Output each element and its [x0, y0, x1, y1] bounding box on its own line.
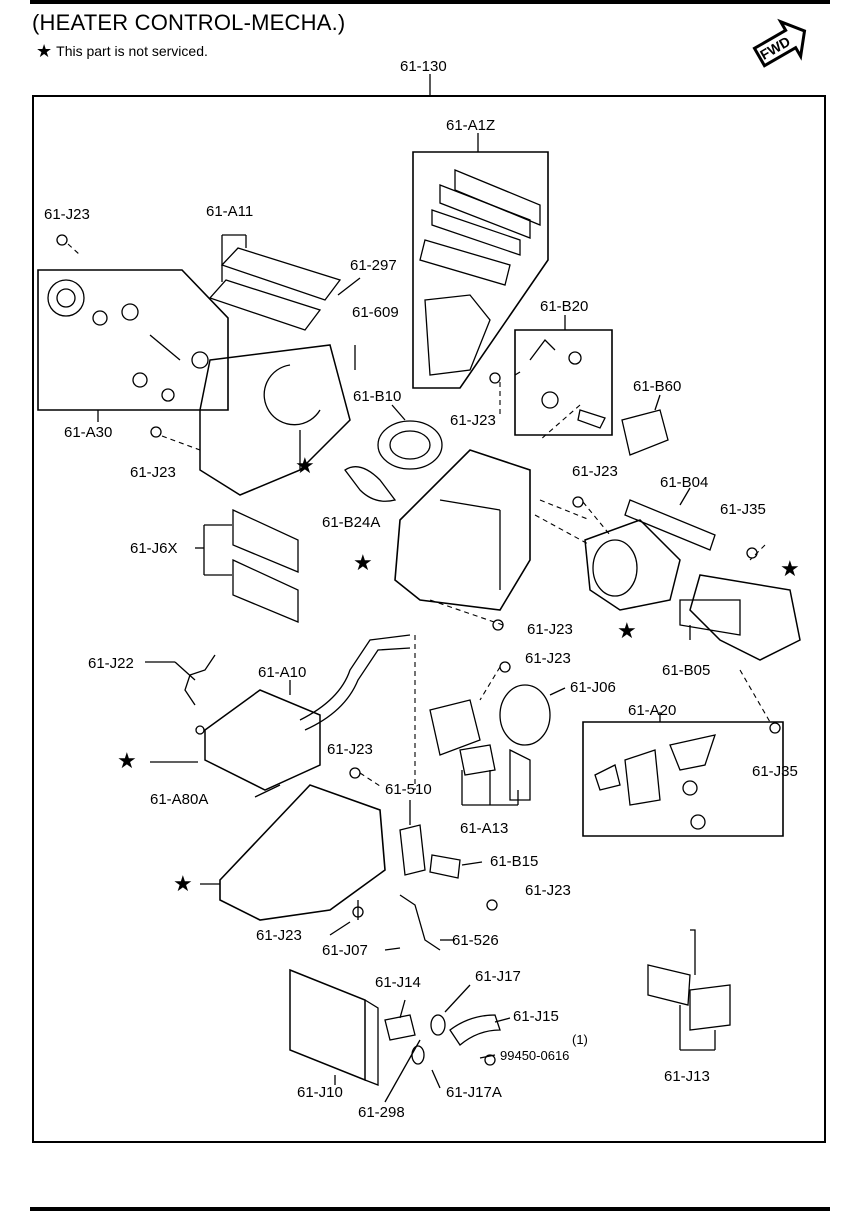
part-label-j10: 61-J10 [297, 1084, 343, 1101]
part-label-j23-bottom: 61-J23 [256, 927, 302, 944]
part-label-j23-a80: 61-J23 [327, 741, 373, 758]
part-label-526: 61-526 [452, 932, 499, 949]
part-label-j15: 61-J15 [513, 1008, 559, 1025]
part-label-j23-b04: 61-J23 [572, 463, 618, 480]
not-serviced-star-icon: ★ [173, 871, 193, 896]
part-label-j22: 61-J22 [88, 655, 134, 672]
part-label-a11: 61-A11 [206, 203, 254, 220]
part-label-a12: 61-A1Z [446, 117, 496, 134]
a30-inset-box [37, 269, 229, 411]
not-serviced-star-icon: ★ [780, 556, 800, 581]
not-serviced-star-icon: ★ [117, 748, 137, 773]
part-label-609: 61-609 [352, 304, 399, 321]
part-label-b05: 61-B05 [662, 662, 711, 679]
part-label-b60: 61-B60 [633, 378, 682, 395]
not-serviced-star-icon: ★ [295, 453, 315, 478]
part-label-a30: 61-A30 [64, 424, 113, 441]
part-label-j23-top: 61-J23 [44, 206, 90, 223]
part-label-j23-left: 61-J23 [130, 464, 176, 481]
part-quantity: (1) [572, 1032, 588, 1047]
part-label-j23-center: 61-J23 [527, 621, 573, 638]
part-label-b15: 61-B15 [490, 853, 539, 870]
a20-inset-box [582, 721, 784, 837]
part-label-j23-mid: 61-J23 [450, 412, 496, 429]
part-label-j13: 61-J13 [664, 1068, 710, 1085]
part-label-j07: 61-J07 [322, 942, 368, 959]
part-label-j06: 61-J06 [570, 679, 616, 696]
part-label-a80a: 61-A80A [150, 791, 209, 808]
part-label-j14: 61-J14 [375, 974, 421, 991]
part-label-j17a: 61-J17A [446, 1084, 502, 1101]
a12-inset-box [412, 151, 549, 389]
not-serviced-star-icon: ★ [353, 550, 373, 575]
part-label-510: 61-510 [385, 781, 432, 798]
part-label-a10: 61-A10 [258, 664, 307, 681]
forward-arrow-icon: FWD [752, 18, 807, 68]
star-icon: ★ [36, 41, 53, 61]
page-title: (HEATER CONTROL-MECHA.) [32, 10, 346, 35]
part-label-j17: 61-J17 [475, 968, 521, 985]
diagram-frame [32, 95, 826, 1143]
part-label-99450: 99450-0616 [500, 1048, 570, 1063]
bottom-rule [30, 1207, 830, 1211]
not-serviced-star-icon: ★ [617, 618, 637, 643]
part-label-a13: 61-A13 [460, 820, 509, 837]
b20-inset-box [514, 329, 613, 436]
part-label-b10: 61-B10 [353, 388, 402, 405]
part-label-b04: 61-B04 [660, 474, 709, 491]
assembly-number: 61-130 [400, 58, 447, 75]
part-label-j23-j06: 61-J23 [525, 650, 571, 667]
part-label-j35-top: 61-J35 [720, 501, 766, 518]
part-label-297: 61-297 [350, 257, 397, 274]
part-label-j23-b15: 61-J23 [525, 882, 571, 899]
part-label-j6x: 61-J6X [130, 540, 178, 557]
part-label-a20: 61-A20 [628, 702, 677, 719]
part-label-j35-bottom: 61-J35 [752, 763, 798, 780]
part-label-298: 61-298 [358, 1104, 405, 1121]
top-rule [30, 0, 830, 4]
part-label-b20: 61-B20 [540, 298, 589, 315]
legend-note: ★ This part is not serviced. [36, 42, 208, 60]
legend-note-text: This part is not serviced. [56, 43, 208, 59]
part-label-b24a: 61-B24A [322, 514, 381, 531]
